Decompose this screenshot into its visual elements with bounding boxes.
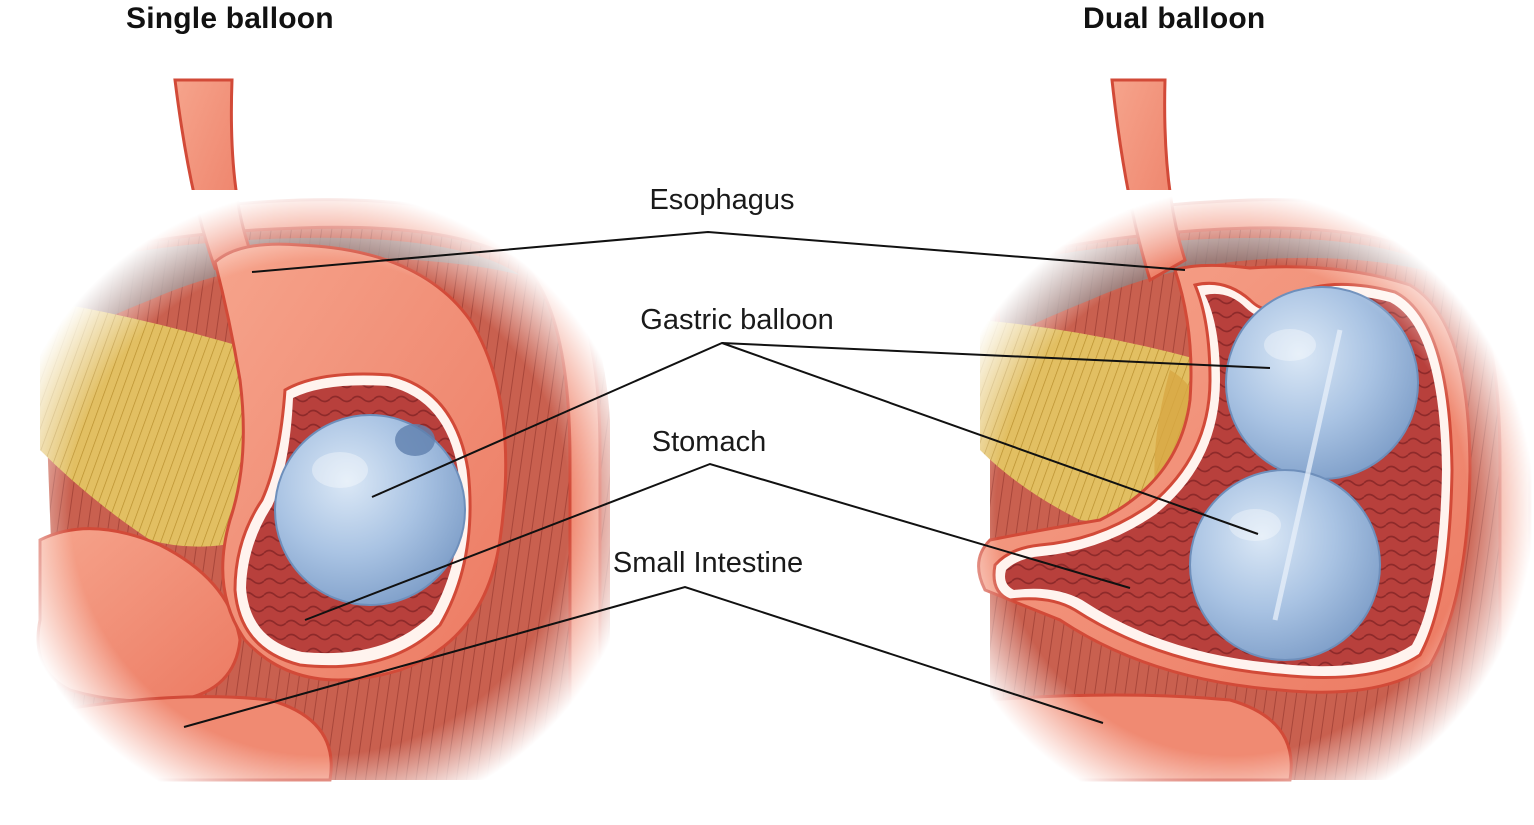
leader-small-intestine [183,585,1104,728]
label-small-intestine: Small Intestine [612,547,804,579]
leader-esophagus [251,230,1186,273]
label-esophagus: Esophagus [649,184,795,216]
leader-stomach [304,462,1131,621]
left-panel-illustration [0,78,640,825]
label-gastric-balloon: Gastric balloon [640,304,834,336]
dual-balloon-title: Dual balloon [1083,2,1266,35]
single-balloon-title: Single balloon [126,2,334,35]
leader-lines [183,230,1271,728]
label-stomach: Stomach [651,426,767,458]
leader-gastric-balloon [371,341,1271,535]
right-panel-illustration [930,78,1534,825]
